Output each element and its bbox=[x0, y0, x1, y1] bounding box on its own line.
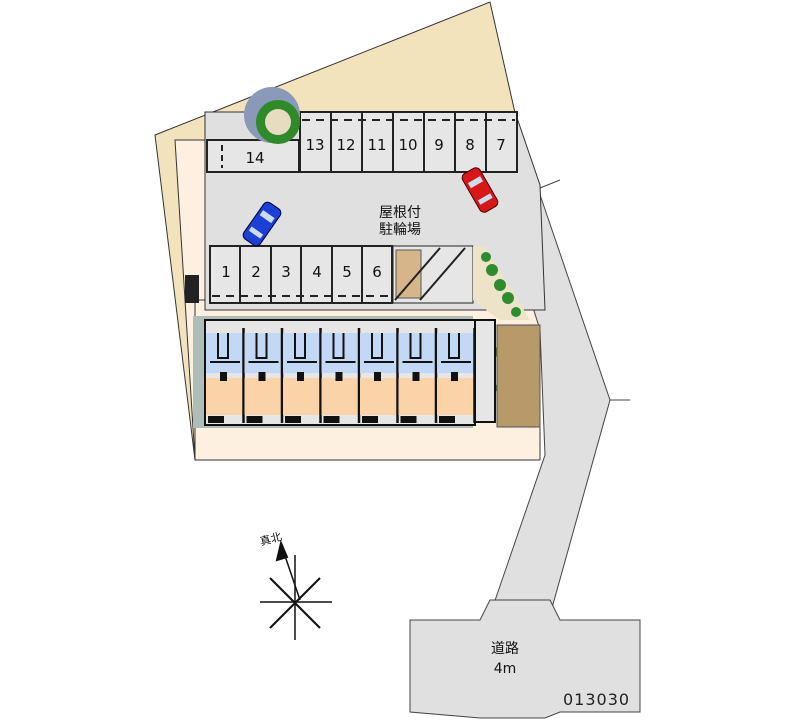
apartment-unit bbox=[321, 328, 361, 423]
apartment-unit bbox=[437, 328, 476, 423]
bicycle-parking: 屋根付 駐輪場 bbox=[379, 205, 474, 304]
parking-bay-14: 14 bbox=[206, 139, 300, 173]
bay-5: 5 bbox=[342, 263, 352, 281]
apartment-unit bbox=[398, 328, 438, 423]
parking-top-row: 13 12 11 10 9 8 7 bbox=[299, 111, 518, 173]
svg-text:屋根付: 屋根付 bbox=[379, 205, 421, 221]
svg-text:14: 14 bbox=[245, 149, 264, 167]
units bbox=[206, 328, 476, 423]
bay-10: 10 bbox=[398, 136, 417, 154]
bay-12: 12 bbox=[336, 136, 355, 154]
bay-4: 4 bbox=[312, 263, 322, 281]
apartment-unit bbox=[283, 328, 322, 423]
bay-8: 8 bbox=[465, 136, 475, 154]
mailbox-icon bbox=[185, 275, 199, 303]
car-red-icon bbox=[461, 167, 499, 213]
bay-2: 2 bbox=[251, 263, 261, 281]
road-width: 4m bbox=[494, 661, 517, 677]
apartment-unit bbox=[206, 328, 245, 423]
road-label: 道路 bbox=[491, 641, 519, 657]
bay-11: 11 bbox=[367, 136, 386, 154]
bay-3: 3 bbox=[281, 263, 291, 281]
parking-bottom-row: 1 2 3 4 5 6 bbox=[209, 245, 393, 304]
road bbox=[409, 599, 641, 719]
property-code: 013030 bbox=[563, 690, 630, 709]
bay-9: 9 bbox=[434, 136, 444, 154]
compass-label: 真北 bbox=[258, 529, 283, 548]
brick-path bbox=[496, 324, 541, 428]
bay-7: 7 bbox=[496, 136, 506, 154]
compass-icon bbox=[260, 539, 332, 640]
car-blue-icon bbox=[242, 201, 282, 247]
bay-6: 6 bbox=[372, 263, 382, 281]
apartment-unit bbox=[244, 328, 284, 423]
svg-text:駐輪場: 駐輪場 bbox=[379, 221, 421, 238]
bay-13: 13 bbox=[305, 136, 324, 154]
bay-1: 1 bbox=[221, 263, 231, 281]
apartment-unit bbox=[360, 328, 399, 423]
